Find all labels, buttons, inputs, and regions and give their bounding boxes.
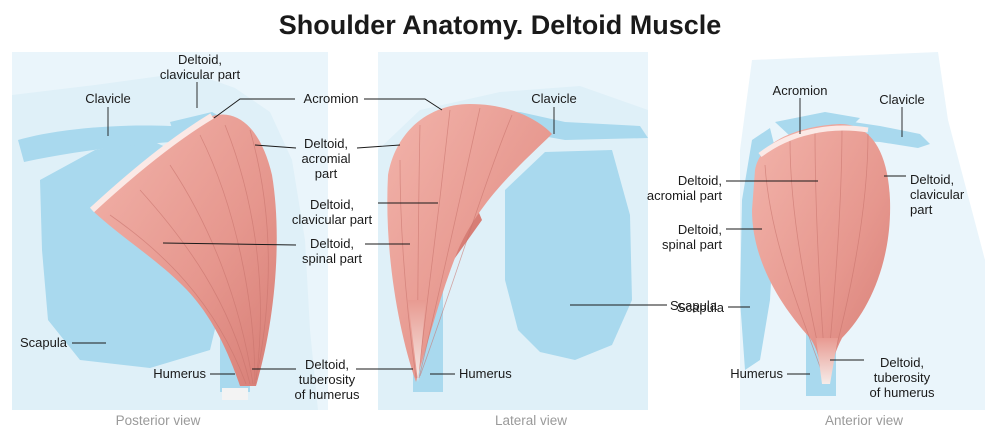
posterior-muscle-fibers xyxy=(109,124,269,385)
label-lateral-deltoid-clavicular: Deltoid, clavicular part xyxy=(291,197,373,227)
posterior-clavicle xyxy=(18,124,214,162)
lateral-deltoid-tendon xyxy=(408,300,426,382)
label-posterior-deltoid-acromial: Deltoid, acromial part xyxy=(301,136,351,181)
lateral-deltoid xyxy=(387,104,552,382)
label-anterior-humerus: Humerus xyxy=(730,366,783,381)
posterior-view-panel xyxy=(12,52,328,410)
posterior-deltoid-tendon-edge xyxy=(89,113,214,213)
leader-posterior-deltoid-acromial xyxy=(254,144,297,149)
label-posterior-deltoid-spinal: Deltoid, spinal part xyxy=(302,236,362,266)
caption-anterior-view: Anterior view xyxy=(824,413,904,428)
anterior-deltoid-tendon xyxy=(816,338,838,384)
posterior-humerus-base xyxy=(222,388,248,400)
label-posterior-deltoid-tuberosity: Deltoid, tuberosity of humerus xyxy=(294,357,360,402)
label-anterior-deltoid-acromial: Deltoid, acromial part xyxy=(646,173,722,203)
label-posterior-deltoid-clavicular: Deltoid, clavicular part xyxy=(159,52,241,82)
leader-posterior-deltoid-spinal xyxy=(162,242,297,246)
lateral-scapula xyxy=(505,150,632,360)
anterior-view-panel xyxy=(740,52,985,410)
caption-lateral-view: Lateral view xyxy=(494,413,568,428)
leader-lateral-deltoid-acromial-2 xyxy=(356,144,401,149)
leader-lines xyxy=(72,82,906,375)
label-posterior-humerus: Humerus xyxy=(153,366,206,381)
anterior-deltoid-top-edge xyxy=(758,125,869,157)
label-lateral-clavicle: Clavicle xyxy=(531,91,577,106)
leader-acromion xyxy=(213,98,295,119)
label-acromion: Acromion xyxy=(303,91,359,106)
page-title: Shoulder Anatomy. Deltoid Muscle xyxy=(278,10,722,40)
anterior-deltoid xyxy=(752,124,891,380)
label-anterior-deltoid-tuberosity: Deltoid, tuberosity of humerus xyxy=(869,355,935,400)
label-lateral-humerus: Humerus xyxy=(459,366,512,381)
label-lateral-scapula: Scapula xyxy=(670,298,717,313)
posterior-deltoid xyxy=(92,114,277,387)
label-anterior-acromion: Acromion xyxy=(772,83,828,98)
label-anterior-scapula: Scapula xyxy=(677,300,724,315)
lateral-view-panel xyxy=(378,52,648,410)
label-anterior-clavicle: Clavicle xyxy=(879,92,925,107)
label-posterior-scapula: Scapula xyxy=(20,335,67,350)
leader-acromion-lateral xyxy=(364,98,443,111)
label-posterior-clavicle: Clavicle xyxy=(85,91,131,106)
caption-posterior-view: Posterior view xyxy=(115,413,201,428)
label-anterior-deltoid-spinal: Deltoid, spinal part xyxy=(662,222,722,252)
label-anterior-deltoid-clavicular: Deltoid, clavicular part xyxy=(910,172,965,217)
